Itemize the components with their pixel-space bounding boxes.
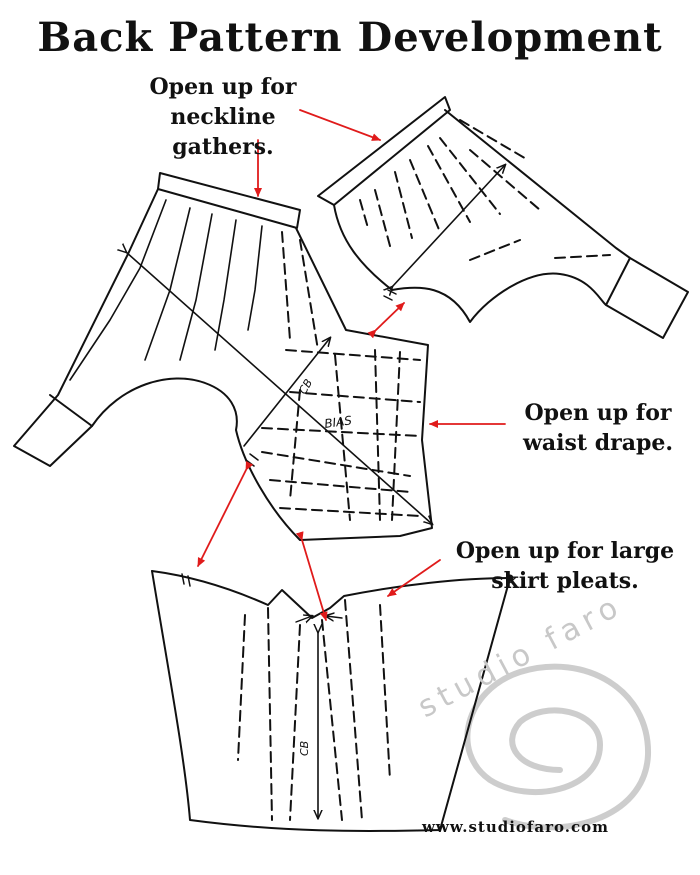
indicator-arrows — [197, 109, 506, 621]
neckline-label-line2: neckline gathers. — [170, 104, 276, 160]
watermark-text: studio faro — [412, 588, 629, 725]
waist-label-line1: Open up for — [524, 400, 672, 426]
bias-label: BIAS — [323, 413, 353, 431]
neckline-gathers-label: Open up for neckline gathers. — [128, 72, 318, 162]
waist-drape-label: Open up for waist drape. — [508, 398, 688, 458]
page-title: Back Pattern Development — [37, 14, 663, 61]
cb-skirt-label: CB — [298, 741, 311, 756]
neckline-arrow-right — [299, 109, 381, 141]
neckline-label-line1: Open up for — [149, 74, 297, 100]
upper-bodice-piece — [317, 96, 689, 339]
skirt-label-line1: Open up for large — [455, 538, 675, 564]
waist-label-line2: waist drape. — [522, 430, 674, 456]
join-arrow-upper — [367, 302, 405, 339]
website-url: www.studiofaro.com — [422, 818, 609, 836]
skirt-label-line2: skirt pleats. — [491, 568, 639, 594]
skirt-pleats-label: Open up for large skirt pleats. — [440, 536, 690, 596]
join-arrow-center — [295, 531, 328, 621]
watermark-swirl — [464, 663, 652, 831]
join-arrow-left — [197, 461, 254, 567]
main-bodice-piece: BIAS CB — [13, 172, 432, 541]
skirt-arrow — [387, 559, 441, 597]
